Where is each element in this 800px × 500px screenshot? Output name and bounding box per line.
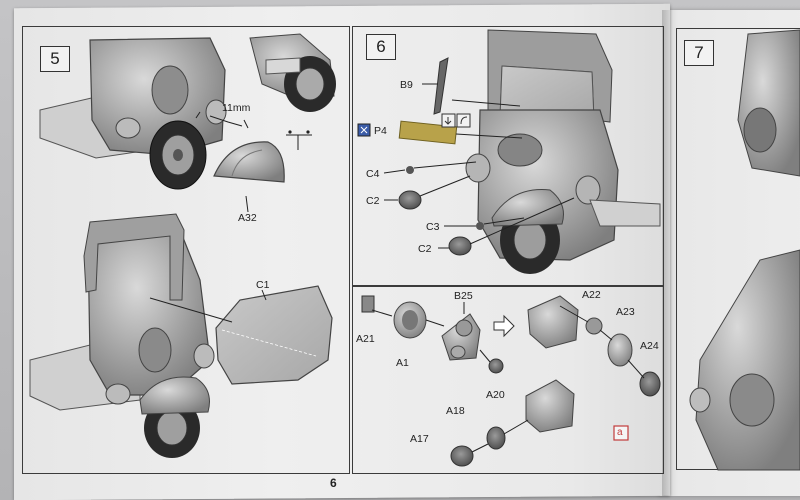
part-label-a21: A21 (356, 333, 375, 345)
decal-icon (357, 123, 371, 137)
wiper-b9 (433, 57, 449, 115)
step-5-number: 5 (40, 46, 70, 72)
step5-lower-wheel (139, 376, 210, 458)
step6-leaders (383, 83, 575, 249)
part-label-c2: C2 (366, 195, 380, 207)
arrow-c1 (149, 297, 233, 323)
subassembly-leaders (371, 302, 645, 453)
part-label-p4: P4 (374, 125, 387, 137)
page-gutter-shadow (662, 10, 672, 496)
part-label-a17: A17 (410, 433, 429, 445)
windshield-c1 (215, 285, 333, 385)
subassembly-parts (361, 295, 661, 467)
subassembly-a-panel (352, 286, 664, 474)
part-label-a20: A20 (486, 389, 505, 401)
step5-front-wheel (149, 120, 207, 190)
subassembly-marker: a (617, 427, 623, 438)
step6-wheel (491, 189, 564, 274)
step-5-panel (22, 26, 350, 474)
step6-small-parts (398, 166, 484, 256)
step5-reference-scooter (249, 33, 336, 112)
part-label-a32: A32 (238, 212, 257, 224)
part-label-a23: A23 (616, 306, 635, 318)
part-label-c3: C3 (426, 221, 440, 233)
leader-c1 (261, 289, 267, 301)
step7-partial-illustration (689, 29, 800, 471)
leader-a32 (245, 195, 249, 213)
step-6-panel (352, 26, 664, 286)
part-label-a22: A22 (582, 289, 601, 301)
subassembly-marker-box (613, 425, 629, 441)
assembly-hint-icons (441, 113, 471, 128)
part-label-a24: A24 (640, 340, 659, 352)
part-label-a18: A18 (446, 405, 465, 417)
part-label-c4: C4 (366, 168, 380, 180)
step5-lower-body (29, 213, 215, 411)
part-label-c1: C1 (256, 279, 270, 291)
part-label-a1: A1 (396, 357, 409, 369)
step-7-number: 7 (684, 40, 714, 66)
mudguard-a32 (213, 141, 285, 183)
part-label-c2-second: C2 (418, 243, 432, 255)
step-6-number: 6 (366, 34, 396, 60)
page-number: 6 (330, 476, 337, 490)
dimension-label: 11mm (222, 102, 251, 114)
dimension-gauge (195, 111, 312, 150)
part-label-b25: B25 (454, 290, 473, 302)
part-label-b9: B9 (400, 79, 413, 91)
